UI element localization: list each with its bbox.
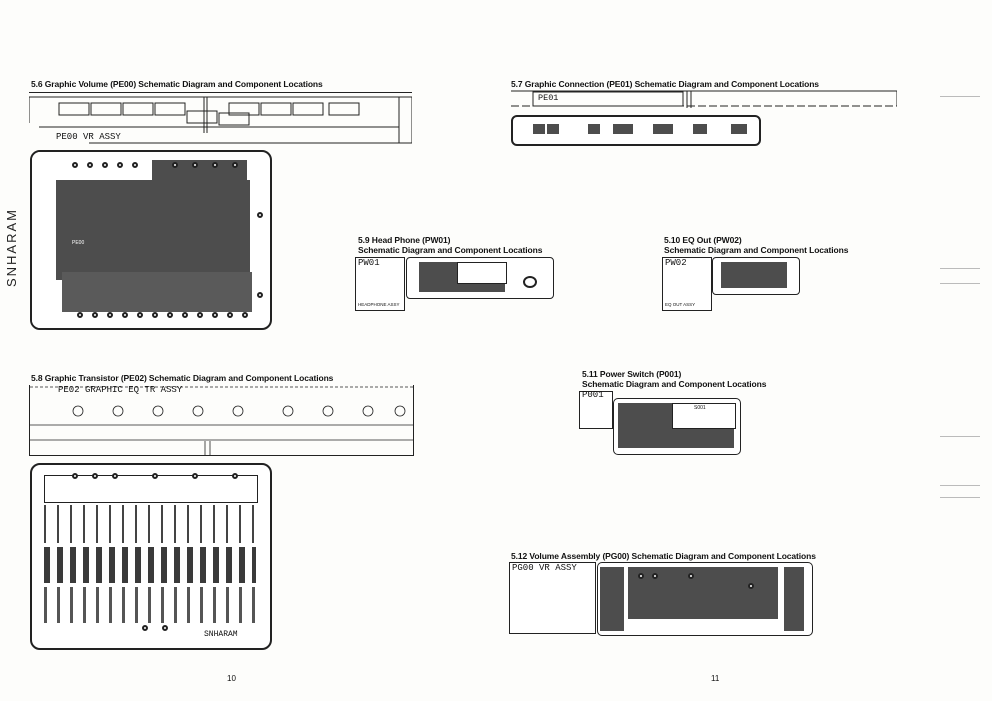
board-label-pe01: PE01 xyxy=(538,93,559,103)
part-label-s001: S001 xyxy=(694,405,706,411)
section-title-5-12: 5.12 Volume Assembly (PG00) Schematic Di… xyxy=(511,551,816,561)
schematic-pe01 xyxy=(511,88,897,110)
mirrored-text-pe02: SNHARAM xyxy=(204,630,238,639)
pcb-pw01 xyxy=(406,257,554,299)
schematic-pw01: PW01 HEADPHONE ASSY xyxy=(355,257,405,311)
page-number-right: 11 xyxy=(711,674,720,683)
section-subtitle-5-9: Schematic Diagram and Component Location… xyxy=(358,245,543,255)
board-label-pw01: PW01 xyxy=(358,258,380,268)
section-subtitle-5-10: Schematic Diagram and Component Location… xyxy=(664,245,849,255)
board-label-p001: P001 xyxy=(582,390,604,400)
schematic-pe00 xyxy=(29,92,412,144)
assy-label-pe00: PE00 VR ASSY xyxy=(56,132,121,142)
schematic-pg00: PG00 VR ASSY xyxy=(509,562,596,634)
caption-pw01: HEADPHONE ASSY xyxy=(358,302,400,307)
schematic-pw02: PW02 EQ OUT ASSY xyxy=(662,257,712,311)
section-title-5-9: 5.9 Head Phone (PW01) xyxy=(358,235,451,245)
pcb-pe00: PE00 xyxy=(30,150,272,330)
crop-mark xyxy=(940,268,980,269)
caption-pw02: EQ OUT ASSY xyxy=(665,302,696,307)
schematic-p001: P001 xyxy=(579,390,613,429)
assy-label-pg00: PG00 VR ASSY xyxy=(512,563,577,573)
crop-mark xyxy=(940,283,980,284)
section-title-5-7: 5.7 Graphic Connection (PE01) Schematic … xyxy=(511,79,819,89)
crop-mark xyxy=(940,485,980,486)
schematic-pe02 xyxy=(29,385,414,456)
pcb-pw02 xyxy=(712,257,800,295)
crop-mark xyxy=(940,96,980,97)
pcb-p001: S001 xyxy=(613,398,741,455)
schematic-pe02-lines xyxy=(30,386,413,455)
section-subtitle-5-11: Schematic Diagram and Component Location… xyxy=(582,379,767,389)
section-title-5-6: 5.6 Graphic Volume (PE00) Schematic Diag… xyxy=(31,79,323,89)
section-title-5-8: 5.8 Graphic Transistor (PE02) Schematic … xyxy=(31,373,334,383)
mirrored-text-pe00: SNHARAM xyxy=(4,208,19,288)
pcb-pg00 xyxy=(597,562,813,636)
pcb-pe02 xyxy=(30,463,272,650)
page-number-left: 10 xyxy=(227,674,236,683)
section-title-5-11: 5.11 Power Switch (P001) xyxy=(582,369,682,379)
schematic-pe01-lines xyxy=(511,90,897,108)
crop-mark xyxy=(940,436,980,437)
pcb-pe00-note: PE00 xyxy=(72,240,85,246)
pcb-pe01 xyxy=(511,115,761,146)
assy-label-pe02: PE02 GRAPHIC EQ TR ASSY xyxy=(58,385,183,395)
schematic-pe00-lines xyxy=(29,96,412,144)
crop-mark xyxy=(940,497,980,498)
section-title-5-10: 5.10 EQ Out (PW02) xyxy=(664,235,742,245)
board-label-pw02: PW02 xyxy=(665,258,687,268)
